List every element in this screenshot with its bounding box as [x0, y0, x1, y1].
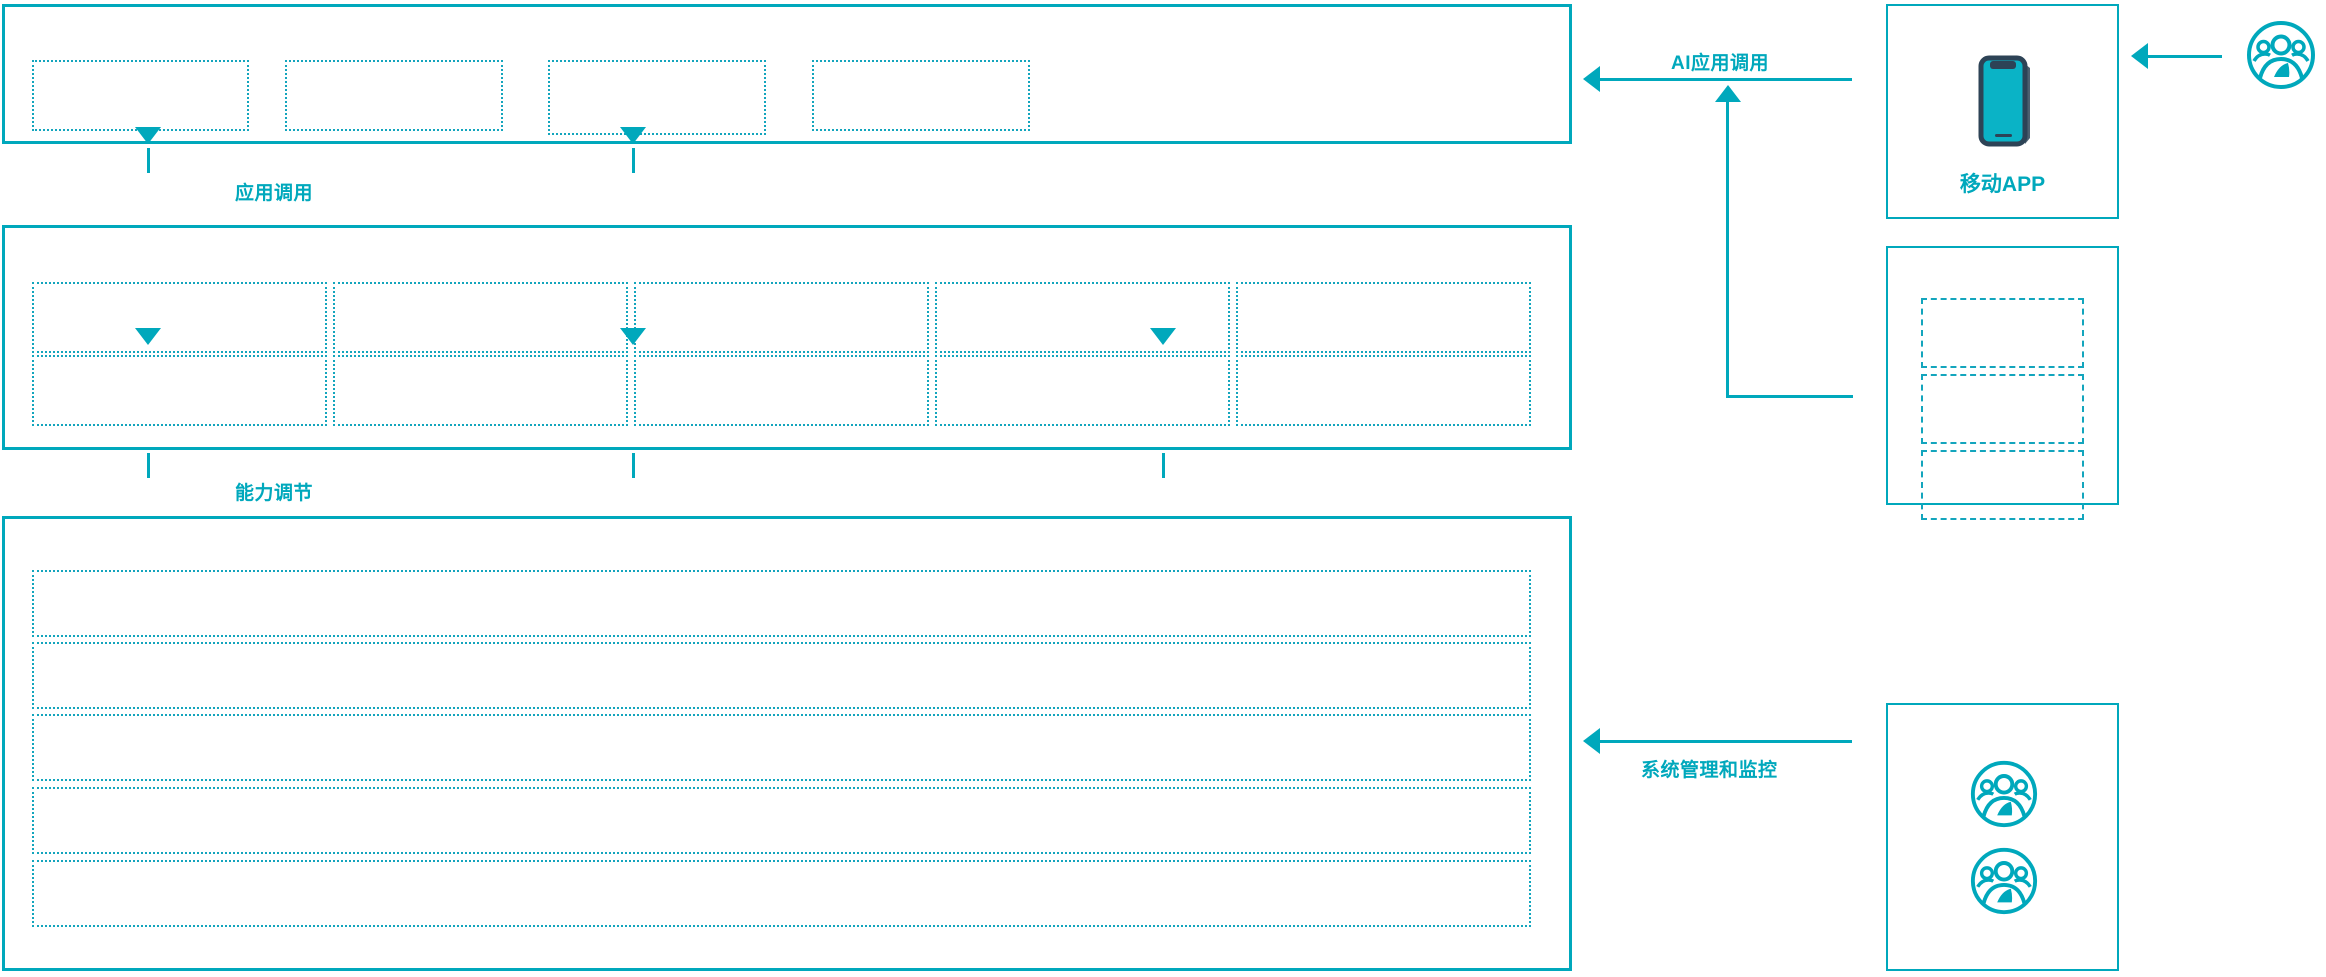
- cap-r2-c5[interactable]: [1236, 355, 1531, 426]
- cap-r2-c2[interactable]: [333, 355, 628, 426]
- capability-invoke-arrow-3-shaft: [1162, 453, 1165, 478]
- ai-app-invoke-shaft: [1600, 78, 1852, 81]
- cap-r1-c5[interactable]: [1236, 282, 1531, 353]
- mobile-app-panel[interactable]: 移动APP: [1886, 4, 2119, 219]
- ai-app-invoke-head: [1583, 66, 1600, 92]
- mobile-app-label: 移动APP: [1959, 173, 2046, 196]
- service-stack-connector-vertical: [1726, 100, 1729, 398]
- plat-row-3[interactable]: [32, 714, 1531, 781]
- cap-r2-c3[interactable]: [634, 355, 929, 426]
- app-block-3[interactable]: [548, 60, 766, 135]
- cap-r1-c1[interactable]: [32, 282, 327, 353]
- app-block-4[interactable]: [812, 60, 1030, 131]
- app-invoke-arrow-1-shaft: [147, 148, 150, 173]
- ai-app-invoke-label: AI应用调用: [1671, 53, 1770, 74]
- service-block-3[interactable]: [1921, 450, 2084, 520]
- service-block-1[interactable]: [1921, 298, 2084, 368]
- app-invoke-arrow-2-shaft: [632, 148, 635, 173]
- external-user-arrow-shaft: [2148, 55, 2222, 58]
- external-user-arrow-head: [2131, 43, 2148, 69]
- capability-layer-panel[interactable]: [2, 225, 1572, 450]
- plat-row-2[interactable]: [32, 642, 1531, 709]
- cap-r1-c2[interactable]: [333, 282, 628, 353]
- system-admin-monitor-head: [1583, 728, 1600, 754]
- app-block-2[interactable]: [285, 60, 503, 131]
- service-stack-connector-head: [1715, 85, 1741, 102]
- capability-invoke-arrow-2-head: [620, 328, 646, 345]
- operators-panel[interactable]: [1886, 703, 2119, 971]
- operator-icon-1[interactable]: [1968, 758, 2040, 830]
- plat-row-5[interactable]: [32, 860, 1531, 927]
- app-invoke-arrow-1-head: [135, 127, 161, 144]
- app-invoke-label: 应用调用: [235, 183, 314, 204]
- capability-invoke-arrow-3-head: [1150, 328, 1176, 345]
- cap-r1-c4[interactable]: [935, 282, 1230, 353]
- system-admin-monitor-label: 系统管理和监控: [1641, 760, 1778, 781]
- application-layer-panel[interactable]: [2, 4, 1572, 144]
- platform-layer-panel[interactable]: [2, 516, 1572, 971]
- external-user-group-icon[interactable]: [2244, 18, 2318, 92]
- cap-r1-c3[interactable]: [634, 282, 929, 353]
- mobile-phone-icon: [1974, 54, 2036, 150]
- plat-row-1[interactable]: [32, 570, 1531, 637]
- capability-invoke-arrow-1-head: [135, 328, 161, 345]
- capability-invoke-label: 能力调节: [235, 483, 314, 504]
- service-stack-connector-horizontal: [1726, 395, 1853, 398]
- operator-icon-2[interactable]: [1968, 845, 2040, 917]
- cap-r2-c1[interactable]: [32, 355, 327, 426]
- service-block-2[interactable]: [1921, 374, 2084, 444]
- cap-r2-c4[interactable]: [935, 355, 1230, 426]
- app-block-1[interactable]: [32, 60, 249, 131]
- app-invoke-arrow-2-head: [620, 127, 646, 144]
- capability-invoke-arrow-1-shaft: [147, 453, 150, 478]
- system-admin-monitor-shaft: [1600, 740, 1852, 743]
- plat-row-4[interactable]: [32, 787, 1531, 854]
- capability-invoke-arrow-2-shaft: [632, 453, 635, 478]
